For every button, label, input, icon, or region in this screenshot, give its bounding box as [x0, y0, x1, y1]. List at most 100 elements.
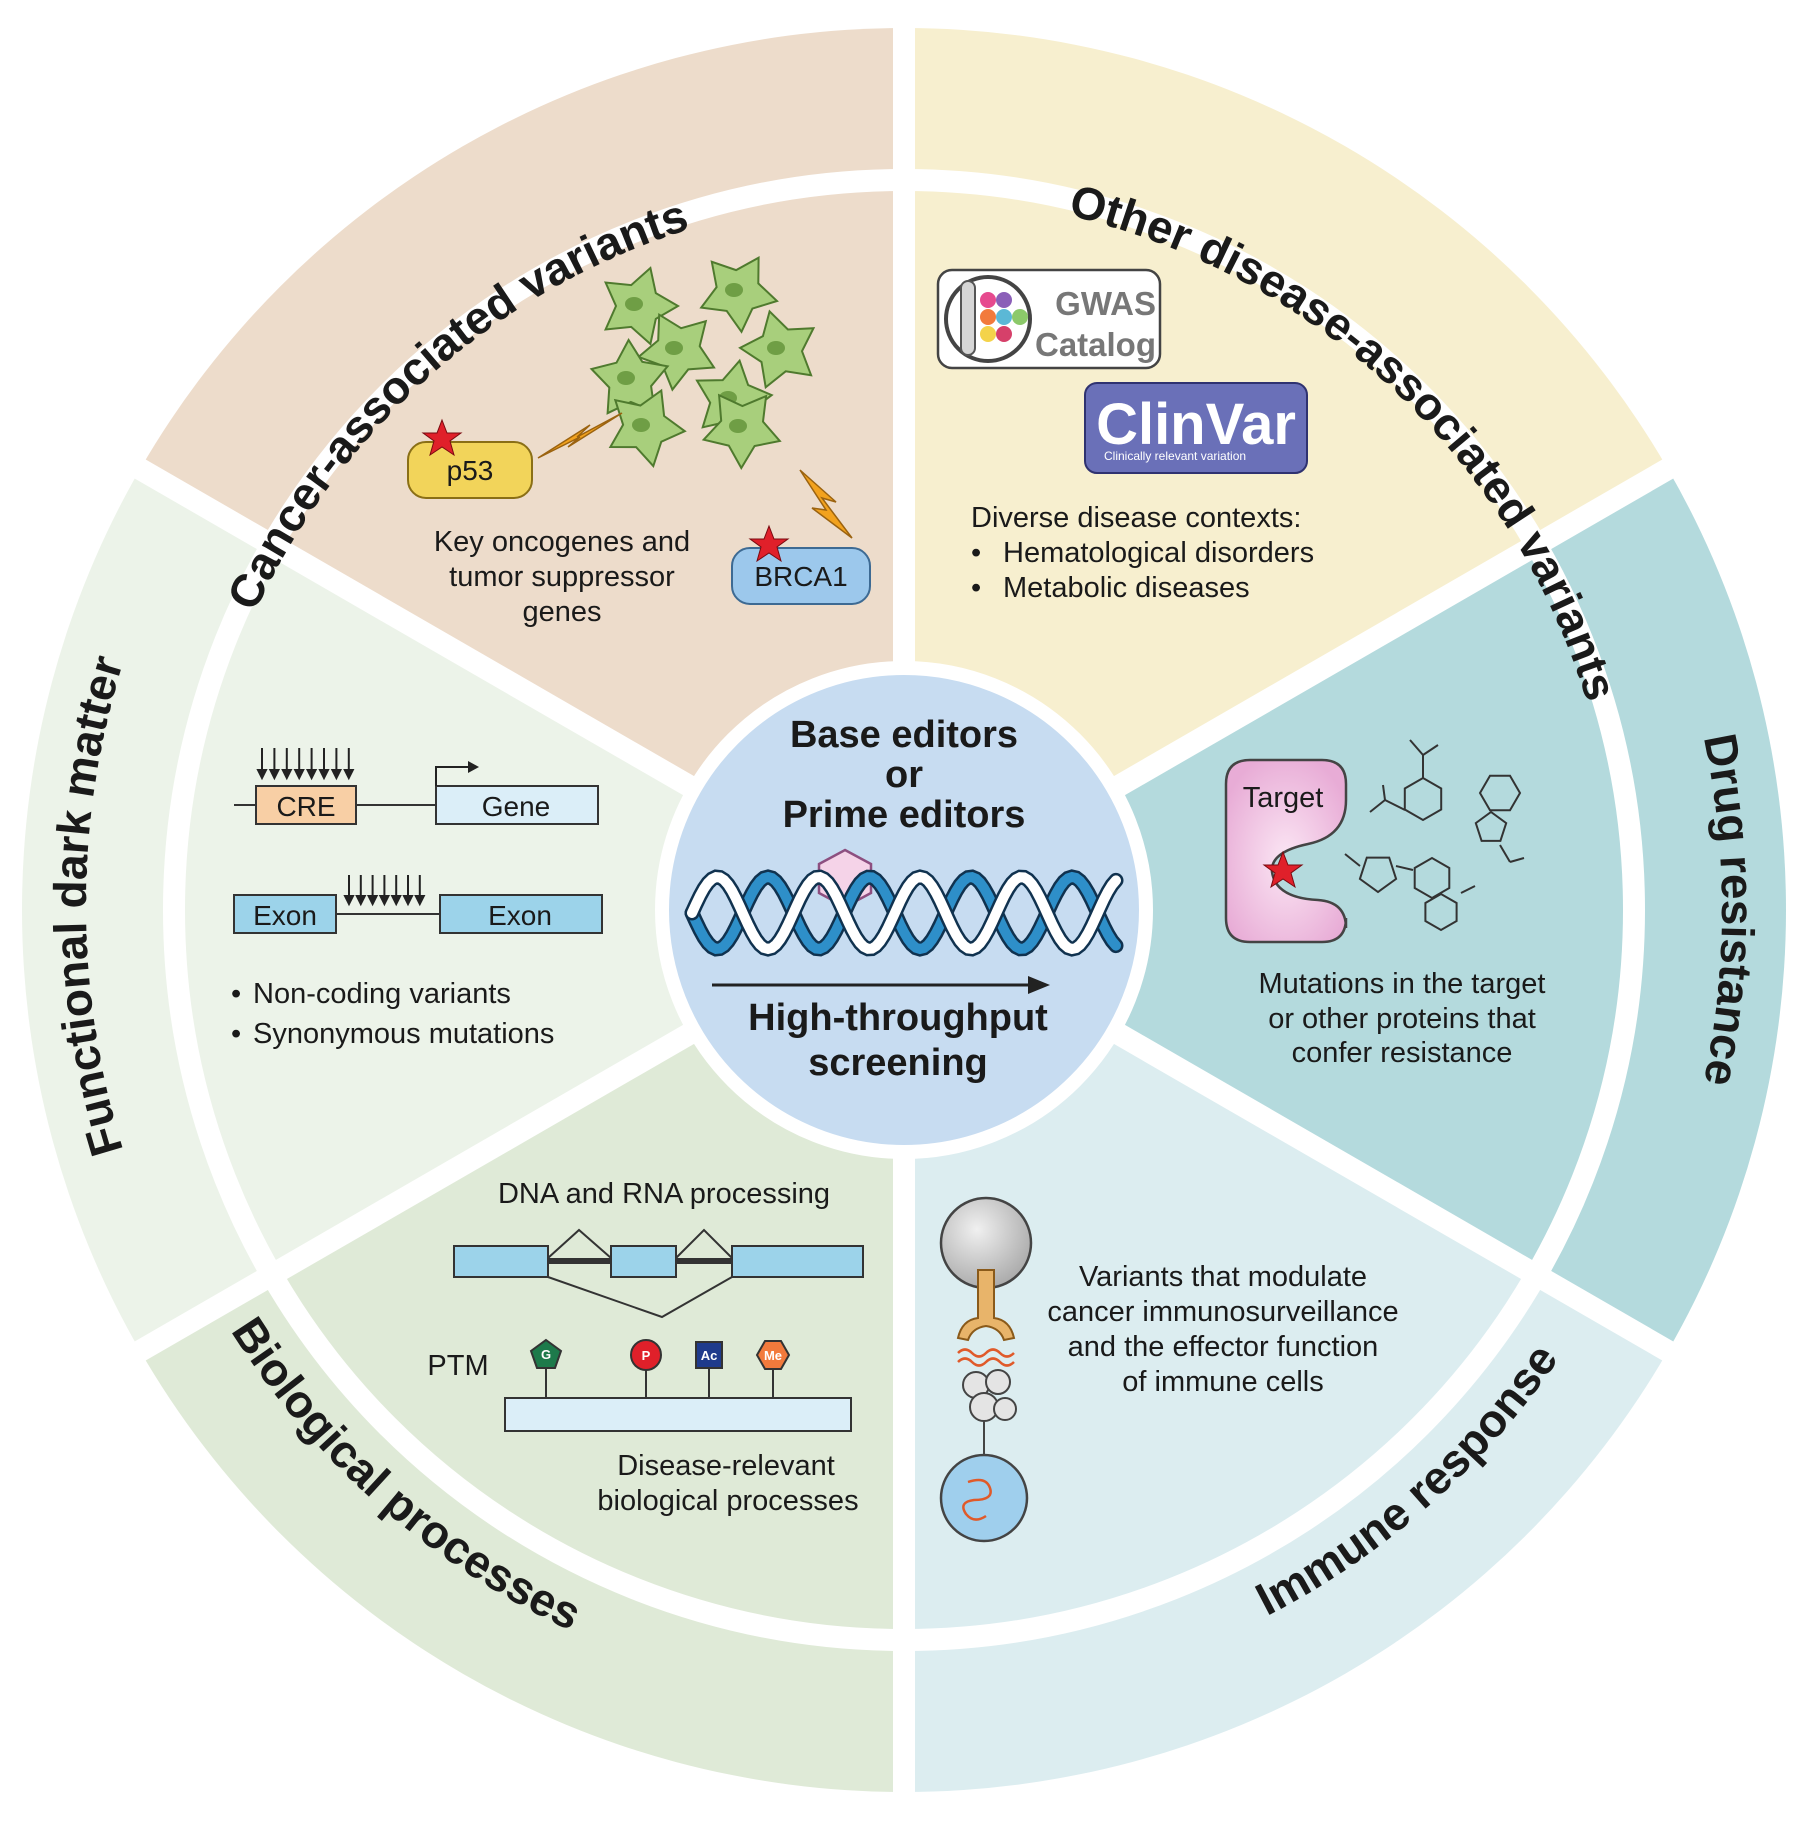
bullet-marker: •	[231, 978, 241, 1010]
cancer-caption-3: genes	[522, 596, 601, 628]
drug-caption-1: Mutations in the target	[1259, 968, 1546, 1000]
variant-arrowhead	[378, 895, 391, 907]
drug-content: Target Mutations in the target or other …	[1224, 739, 1546, 1069]
ptm-mark-g: G	[541, 1347, 551, 1362]
drug-molecule-icons	[1344, 739, 1525, 932]
target-label: Target	[1243, 782, 1324, 814]
gwas-line-1: GWAS	[1055, 285, 1156, 322]
dna-helix-icon	[684, 869, 1124, 957]
variant-arrowhead	[390, 895, 402, 907]
nucleus-icon	[632, 418, 650, 432]
exon1-label: Exon	[253, 900, 317, 931]
membrane-icon	[957, 1348, 1015, 1358]
drug-caption-3: confer resistance	[1292, 1037, 1513, 1069]
bullet-marker: •	[231, 1018, 241, 1050]
other-disease-content: GWAS Catalog ClinVar Clinically relevant…	[936, 268, 1314, 604]
immune-caption-1: Variants that modulate	[1079, 1261, 1367, 1293]
gene-label: Gene	[482, 791, 551, 822]
variant-arrowhead	[366, 895, 379, 907]
nucleus-icon	[729, 419, 747, 433]
gene-box	[435, 785, 599, 825]
lightning-bolt-icon	[799, 469, 853, 539]
methylation-icon	[755, 1340, 791, 1370]
center-line-3: Prime editors	[783, 794, 1026, 836]
variant-arrowhead	[305, 769, 318, 781]
variant-arrowhead	[330, 769, 343, 781]
variant-arrows-icon	[343, 875, 426, 907]
receptor-icon	[956, 1269, 1016, 1342]
membrane-icon	[957, 1357, 1015, 1367]
gwas-dot-icon	[996, 309, 1012, 325]
dark-matter-bullet-1: Non-coding variants	[253, 978, 511, 1010]
gwas-line-2: Catalog	[1035, 326, 1156, 363]
protein-bar	[504, 1397, 852, 1432]
other-disease-heading: Diverse disease contexts:	[971, 502, 1301, 534]
variant-arrowhead	[343, 895, 355, 907]
phosphorylation-icon	[630, 1339, 662, 1371]
mutation-star-icon	[421, 418, 463, 457]
nucleus-icon	[767, 341, 785, 355]
other-disease-bullet-1: Hematological disorders	[1003, 537, 1314, 569]
immune-caption-4: of immune cells	[1122, 1366, 1323, 1398]
nucleus-icon	[617, 371, 635, 385]
ring-gap-circle	[163, 169, 1645, 1651]
biological-content: DNA and RNA processing PTM G P Ac Me Dis…	[427, 1178, 864, 1517]
molecule-bond	[1422, 744, 1439, 756]
ptm-label: PTM	[427, 1350, 488, 1382]
exon-box-1	[233, 894, 337, 934]
variant-arrows-icon	[256, 748, 355, 781]
molecule-ring	[1358, 856, 1398, 894]
bullet-marker: •	[971, 572, 981, 604]
variant-arrowhead	[293, 769, 305, 781]
brca1-badge	[731, 547, 871, 605]
molecule-bond	[1395, 865, 1414, 871]
ptm-mark-me: Me	[764, 1348, 782, 1363]
molecule-bond	[1460, 885, 1476, 894]
molecule-bond	[1409, 739, 1424, 756]
center-line-1: Base editors	[790, 714, 1018, 756]
ptm-mark-p: P	[642, 1348, 651, 1363]
cancer-caption-1: Key oncogenes and	[434, 526, 690, 558]
molecule-ring	[1403, 776, 1443, 822]
gwas-dot-icon	[996, 326, 1012, 342]
center-line-2: or	[885, 754, 923, 796]
molecule-bond	[1509, 857, 1525, 863]
clinvar-subtitle: Clinically relevant variation	[1104, 449, 1246, 463]
dark-matter-content: CRE Gene Exon Exon • Non-coding variants…	[231, 748, 603, 1050]
antigen-complex-icon	[962, 1369, 1017, 1422]
cre-box	[255, 785, 357, 825]
gwas-dot-icon	[980, 326, 996, 342]
biological-caption-2: biological processes	[597, 1485, 858, 1517]
mrna-icon	[962, 1478, 992, 1521]
molecule-ring	[1474, 810, 1508, 842]
gwas-dot-icon	[980, 292, 996, 308]
brca1-label: BRCA1	[754, 561, 847, 592]
immune-caption-3: and the effector function	[1068, 1331, 1379, 1363]
arrow-head-icon	[1028, 976, 1050, 994]
variant-arrowhead	[256, 769, 268, 781]
other-disease-bullet-2: Metabolic diseases	[1003, 572, 1250, 604]
variant-arrowhead	[402, 895, 414, 907]
nucleus-icon	[625, 297, 643, 311]
ring-gap	[163, 169, 1645, 1651]
molecule-ring	[1478, 774, 1522, 812]
drug-caption-2: or other proteins that	[1268, 1003, 1536, 1035]
center-line-5: screening	[808, 1042, 988, 1084]
exon-box-2	[439, 894, 603, 934]
promoter-arrow-icon	[435, 766, 470, 786]
dark-matter-bullet-2: Synonymous mutations	[253, 1018, 554, 1050]
molecule-ring	[1424, 892, 1458, 932]
variant-arrowhead	[343, 769, 355, 781]
nucleus-icon	[665, 341, 683, 355]
variant-arrowhead	[318, 769, 330, 781]
p53-badge	[407, 441, 533, 499]
cancer-caption-2: tumor suppressor	[449, 561, 675, 593]
splicing-diagram	[453, 1228, 864, 1319]
segment-immune-response	[904, 910, 1668, 1792]
gwas-dot-icon	[996, 292, 1012, 308]
clinvar-logo	[1084, 382, 1308, 474]
gwas-ring-icon	[944, 275, 1032, 363]
bullet-marker: •	[971, 537, 981, 569]
chromosome-icon	[960, 280, 976, 356]
